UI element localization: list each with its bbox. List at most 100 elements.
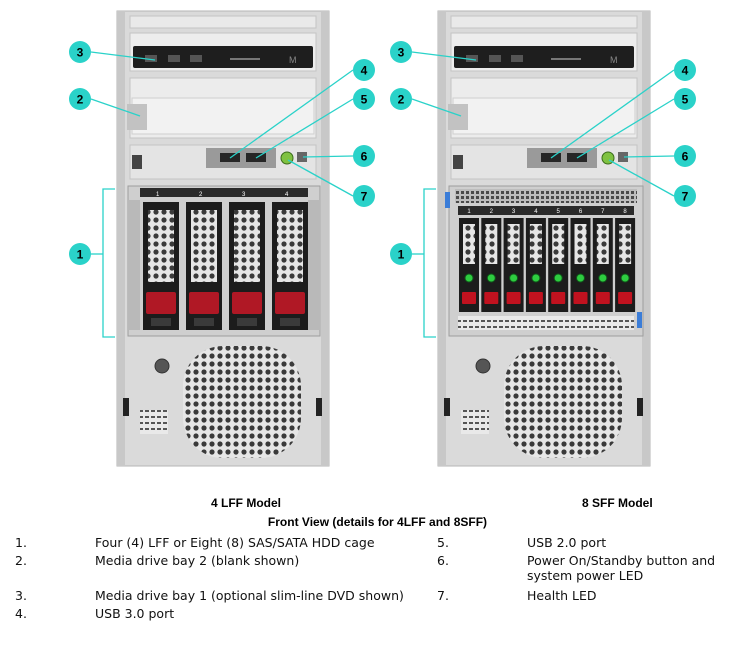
dvd-button-2 (168, 55, 180, 62)
lff-drive-4 (272, 202, 308, 330)
intake-grille (504, 346, 622, 458)
svg-text:6: 6 (361, 150, 368, 164)
legend-number: 6. (437, 553, 449, 568)
model-label-8sff: 8 SFF Model (582, 496, 653, 510)
leader-7-right (608, 159, 675, 197)
dvd-button-1 (466, 55, 478, 62)
callout-6-right: 6 (674, 145, 696, 167)
legend-text: Media drive bay 2 (blank shown) (95, 553, 300, 568)
server-front-view-diagram: M 1 2 3 4 (69, 10, 696, 467)
leader-3-right (411, 51, 477, 61)
sff-drive-2 (481, 218, 502, 312)
dvd-logo: M (610, 55, 618, 65)
bay-number-1: 1 (156, 192, 160, 198)
callout-3-right: 3 (390, 41, 412, 63)
chassis-side-right (321, 11, 329, 466)
sff-cage-top-mesh (455, 189, 637, 203)
top-rib (450, 15, 638, 29)
lower-slot-right (316, 398, 322, 416)
dvd-button-3 (190, 55, 202, 62)
svg-text:3: 3 (77, 46, 84, 60)
media-bay-2-blank (452, 97, 636, 135)
sff-bay-number-1: 1 (467, 209, 471, 215)
chassis-lock (475, 358, 491, 374)
lower-slot-left (123, 398, 129, 416)
legend-text: USB 3.0 port (95, 606, 175, 621)
leader-7-left (287, 159, 354, 197)
lff-drive-1 (143, 202, 179, 330)
callout-1-right: 1 (390, 243, 412, 265)
svg-text:1: 1 (77, 248, 84, 262)
callout-2-left: 2 (69, 88, 91, 110)
blank-fin (448, 104, 468, 130)
server-4lff: M 1 2 3 4 (116, 10, 330, 467)
leader-3-left (90, 51, 156, 61)
legend-number: 1. (15, 535, 27, 550)
callout-5-left: 5 (353, 88, 375, 110)
chassis-side-left (117, 11, 125, 466)
lower-slot-right (637, 398, 643, 416)
legend-number: 7. (437, 588, 449, 603)
io-slot (132, 155, 142, 169)
dvd-drive (133, 46, 313, 68)
lff-drive-3 (229, 202, 265, 330)
lff-drive-2 (186, 202, 222, 330)
bay-number-4: 4 (285, 192, 289, 198)
dvd-drive (454, 46, 634, 68)
callout-5-right: 5 (674, 88, 696, 110)
callout-6-left: 6 (353, 145, 375, 167)
chassis-side-left (438, 11, 446, 466)
cage-right-rail (308, 200, 320, 330)
health-led (297, 152, 307, 162)
legend-text: Health LED (527, 588, 597, 603)
sff-cage-bottom-perf (458, 316, 634, 330)
legend-text: Media drive bay 1 (optional slim-line DV… (95, 588, 404, 603)
leader-6-left (302, 155, 354, 158)
leader-lines (90, 51, 675, 338)
lower-slot-left (444, 398, 450, 416)
svg-text:1: 1 (398, 248, 405, 262)
dvd-eject-line (551, 58, 581, 60)
bay-number-2: 2 (199, 192, 203, 198)
cage-header (458, 206, 634, 215)
svg-text:7: 7 (682, 190, 689, 204)
callout-3-left: 3 (69, 41, 91, 63)
intake-grille (183, 346, 301, 458)
legend-text: Power On/Standby button and system power… (527, 553, 716, 583)
svg-text:7: 7 (361, 190, 368, 204)
blue-latch-bottom (637, 312, 642, 328)
blue-latch-top (445, 192, 450, 208)
io-slot (453, 155, 463, 169)
leader-5-right (576, 98, 675, 159)
model-label-4lff: 4 LFF Model (211, 496, 281, 510)
dvd-button-1 (145, 55, 157, 62)
sff-bay-number-7: 7 (601, 209, 605, 215)
bay-number-3: 3 (242, 192, 246, 198)
media-bay-2-blank (131, 97, 315, 135)
cage-header (140, 188, 308, 197)
leader-2-right (411, 98, 462, 117)
sff-drive-8 (615, 218, 636, 312)
figure-caption: Front View (details for 4LFF and 8SFF) (267, 515, 488, 529)
health-led (618, 152, 628, 162)
sff-bay-number-2: 2 (490, 209, 494, 215)
callout-4-right: 4 (674, 59, 696, 81)
svg-text:2: 2 (77, 93, 84, 107)
dvd-button-2 (489, 55, 501, 62)
sff-drive-3 (503, 218, 524, 312)
sff-drive-1 (459, 218, 479, 312)
leader-6-right (623, 155, 675, 158)
legend-text: USB 2.0 port (527, 535, 607, 550)
top-rib (129, 15, 317, 29)
legend-number: 3. (15, 588, 27, 603)
svg-text:5: 5 (682, 93, 689, 107)
vent-dots (461, 410, 489, 434)
chassis-side-right (642, 11, 650, 466)
sff-drive-6 (570, 218, 591, 312)
callout-badges: 3 2 1 4 5 6 7 3 2 1 4 5 6 7 (69, 41, 696, 265)
callout-2-right: 2 (390, 88, 412, 110)
leader-4-right (550, 69, 675, 159)
sff-bay-number-4: 4 (534, 209, 538, 215)
